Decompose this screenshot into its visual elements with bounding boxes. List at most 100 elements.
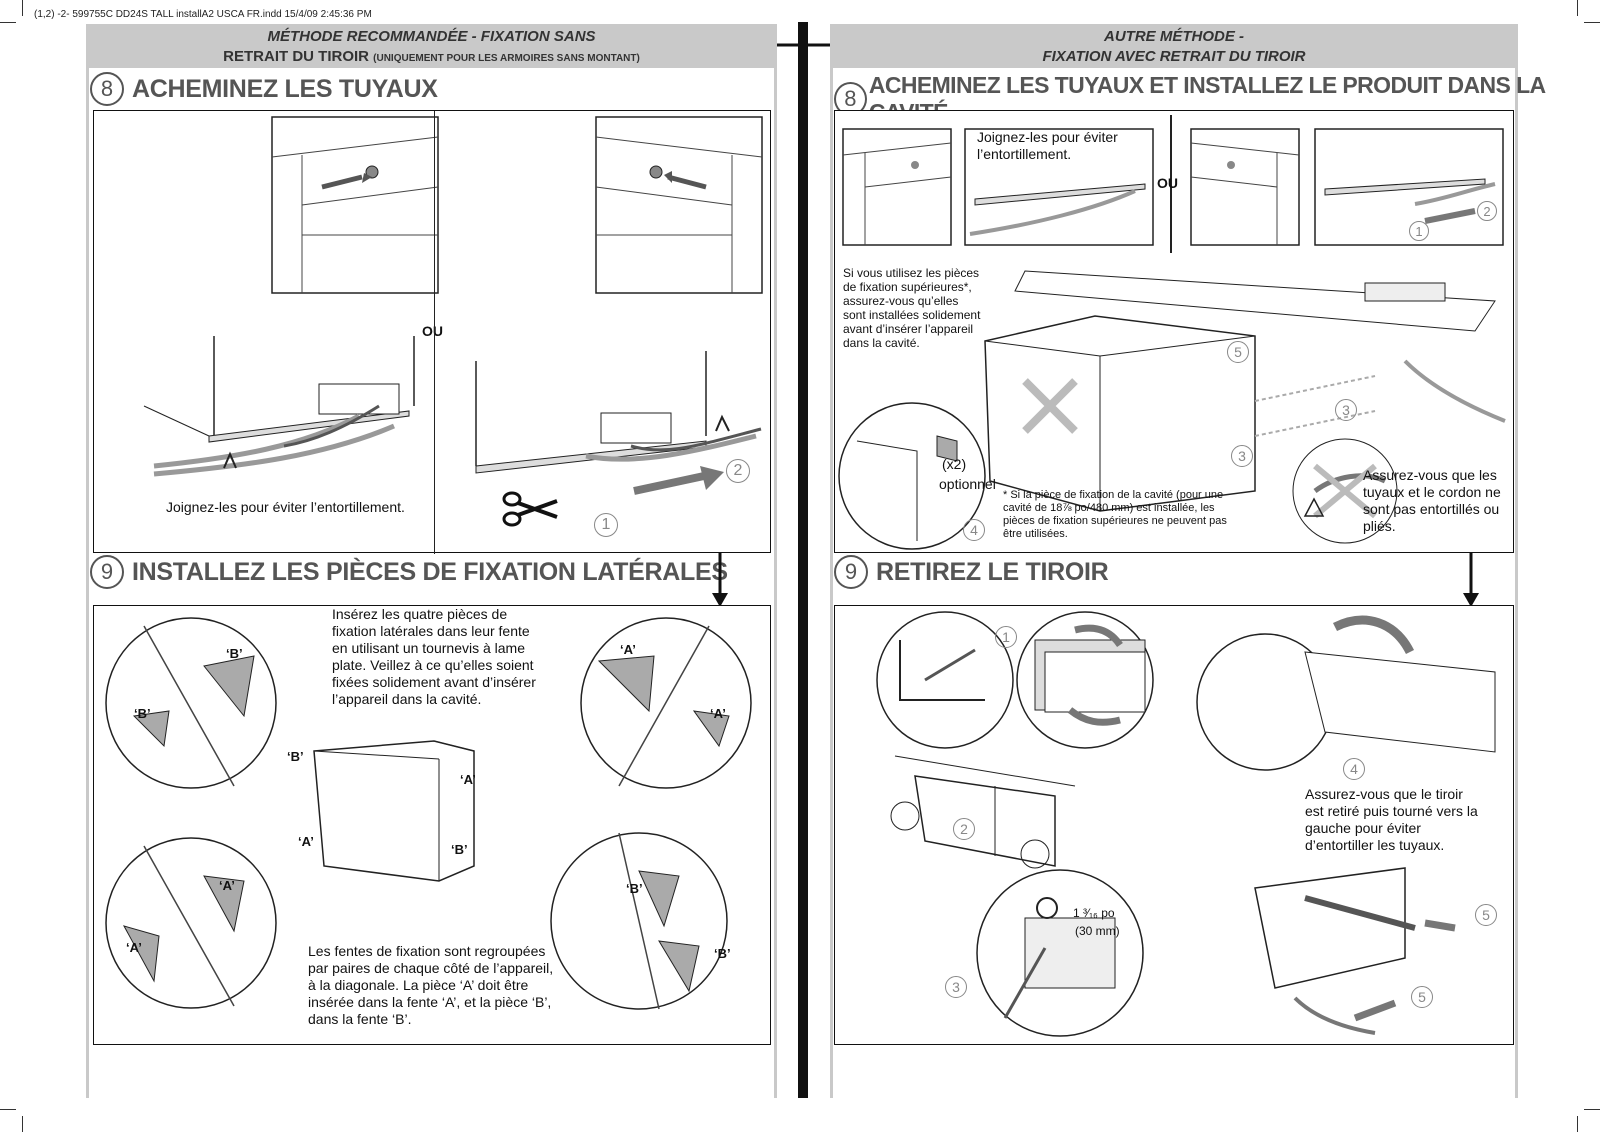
slide-rail-sketch [1254, 867, 1456, 1035]
dimension-imperial: 1 ³⁄₁₆ po [1073, 906, 1115, 920]
release-tab-detail [976, 869, 1144, 1037]
appliance-box [313, 740, 475, 882]
drawer-rotate-sketch [1196, 615, 1496, 771]
left-header-note: (UNIQUEMENT POUR LES ARMOIRES SANS MONTA… [373, 53, 640, 64]
bracket-label-b: ‘B’ [134, 706, 151, 721]
bracket-detail-b-top [105, 617, 277, 789]
or-label: OU [422, 323, 443, 339]
right-rail [830, 68, 833, 1098]
left-rail [774, 68, 777, 1098]
bracket-label-a: ‘A’ [710, 706, 726, 721]
left-header: MÉTHODE RECOMMANDÉE - FIXATION SANS RETR… [86, 24, 777, 68]
callout-number: 3 [1231, 445, 1253, 467]
callout-number: 1 [594, 513, 618, 537]
bracket-label-b: ‘B’ [714, 946, 731, 961]
slot-label-b: ‘B’ [451, 842, 468, 857]
slot-instructions: Les fentes de fixation sont regroupées p… [308, 943, 554, 1027]
bracket-detail-a-bottom [105, 837, 277, 1009]
left-rail [86, 68, 89, 1098]
join-note: Joignez-les pour éviter l’entortillement… [977, 129, 1118, 162]
join-caption: Joignez-les pour éviter l’entortillement… [166, 499, 405, 515]
callout-number: 3 [1335, 399, 1357, 421]
crop-mark [0, 1109, 16, 1110]
crop-mark [22, 0, 23, 16]
turn-instructions: Assurez-vous que le tiroir est retiré pu… [1305, 786, 1478, 853]
callout-number: 1 [1409, 221, 1429, 241]
cabinet-sketch [842, 128, 952, 246]
quantity-label: (x2) [942, 456, 967, 472]
bracket-detail-b-bottom [550, 832, 728, 1010]
slot-label-a: ‘A’ [298, 834, 314, 849]
left-header-line2: RETRAIT DU TIROIR [223, 48, 369, 65]
left-header-line1: MÉTHODE RECOMMANDÉE - FIXATION SANS [267, 28, 596, 45]
cavity-installation-sketch [984, 270, 1506, 544]
dimension-metric: (30 mm) [1075, 924, 1120, 938]
crop-mark [1577, 0, 1578, 16]
crop-mark [0, 22, 16, 23]
cabinet-sketch [595, 116, 763, 294]
file-slug: (1,2) -2- 599755C DD24S TALL installA2 U… [34, 9, 372, 20]
callout-number: 5 [1475, 904, 1497, 926]
hose-routing-sketch [475, 351, 762, 474]
right-step8-panel: Joignez-les pour éviter l’entortillement… [834, 110, 1514, 553]
right-header-line1: AUTRE MÉTHODE - [1104, 28, 1244, 45]
bracket-detail-a-top [580, 617, 752, 789]
center-divider [798, 22, 808, 1098]
callout-number: 5 [1227, 341, 1249, 363]
crop-mark [1584, 22, 1600, 23]
cabinet-sketch [1190, 128, 1300, 246]
callout-number: 1 [995, 626, 1017, 648]
callout-number: 4 [963, 519, 985, 541]
bracket-label-a: ‘A’ [620, 642, 636, 657]
callout-number: 3 [945, 976, 967, 998]
right-rail [1515, 68, 1518, 1098]
left-step8-panel: OU Joignez-les pour éviter l’entortillem… [93, 110, 771, 554]
left-step9-heading: 9 INSTALLEZ LES PIÈCES DE FIXATION LATÉR… [90, 555, 728, 589]
slot-label-b: ‘B’ [287, 749, 304, 764]
crop-mark [22, 1116, 23, 1132]
bracket-label-a: ‘A’ [126, 940, 142, 955]
drawer-detail [876, 611, 1014, 749]
down-arrow-icon [1463, 553, 1479, 607]
hose-routing-sketch [964, 128, 1154, 246]
crop-mark [1584, 1109, 1600, 1110]
drawer-detail [1016, 611, 1154, 749]
optional-label: optionnel [939, 476, 996, 492]
right-header: AUTRE MÉTHODE - FIXATION AVEC RETRAIT DU… [830, 24, 1518, 68]
bracket-label-b: ‘B’ [226, 646, 243, 661]
footnote: * Si la pièce de fixation de la cavité (… [1003, 489, 1227, 540]
step-number: 9 [90, 555, 124, 589]
drawer-pulled-sketch [890, 755, 1076, 869]
step-number: 9 [834, 555, 868, 589]
or-label: OU [1157, 175, 1178, 191]
scissors-icon [502, 491, 558, 527]
callout-number: 5 [1411, 986, 1433, 1008]
top-bracket-note: Si vous utilisez les pièces de fixation … [843, 266, 981, 350]
step-number: 8 [90, 72, 124, 106]
cabinet-sketch [271, 116, 439, 294]
step-title: INSTALLEZ LES PIÈCES DE FIXATION LATÉRAL… [132, 557, 728, 586]
step-title: RETIREZ LE TIROIR [876, 557, 1109, 586]
arrow-icon [633, 466, 724, 495]
left-step9-panel: Insérez les quatre pièces de fixation la… [93, 605, 771, 1045]
slot-label-a: ‘A’ [460, 772, 476, 787]
insert-instructions: Insérez les quatre pièces de fixation la… [332, 606, 536, 707]
bracket-label-b: ‘B’ [626, 881, 643, 896]
right-step9-heading: 9 RETIREZ LE TIROIR [834, 555, 1109, 589]
right-header-line2: FIXATION AVEC RETRAIT DU TIROIR [1042, 48, 1306, 65]
down-arrow-icon [712, 553, 728, 607]
warning-note: Assurez-vous que les tuyaux et le cordon… [1363, 467, 1501, 534]
optional-bracket-detail [838, 402, 986, 550]
crop-mark [1577, 1116, 1578, 1132]
panel-divider [434, 111, 435, 554]
step-title: ACHEMINEZ LES TUYAUX [132, 74, 438, 103]
callout-number: 2 [726, 459, 750, 483]
callout-number: 4 [1343, 758, 1365, 780]
callout-number: 2 [953, 818, 975, 840]
bracket-label-a: ‘A’ [219, 878, 235, 893]
or-divider [1170, 115, 1172, 253]
right-step9-panel: 1 2 1 ³⁄₁₆ po (30 mm) 3 4 Assurez-vous q… [834, 605, 1514, 1045]
left-step8-heading: 8 ACHEMINEZ LES TUYAUX [90, 72, 438, 106]
callout-number: 2 [1477, 201, 1497, 221]
hose-routing-sketch [143, 336, 415, 477]
